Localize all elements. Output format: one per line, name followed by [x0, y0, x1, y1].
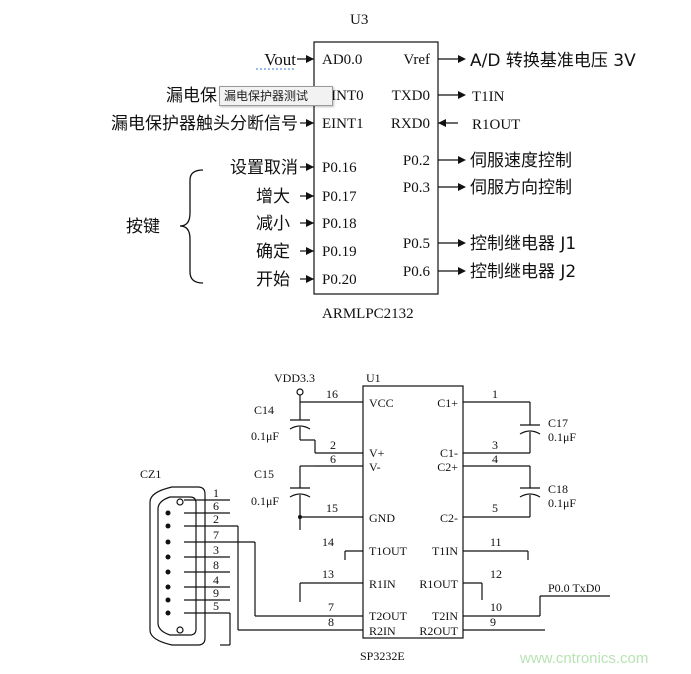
- watermark: www.cntronics.com: [520, 650, 649, 667]
- u1-pin8-num: 8: [328, 615, 334, 629]
- u3-pin-p016: P0.16: [322, 160, 357, 176]
- u1-pin4-name: C2+: [437, 460, 458, 474]
- u1-pin4-num: 4: [492, 452, 498, 466]
- u3-pin-p018: P0.18: [322, 216, 357, 232]
- u1-pin16-name: VCC: [369, 396, 394, 410]
- u3-part: ARMLPC2132: [322, 306, 414, 322]
- u1-pin1-name: C1+: [437, 396, 458, 410]
- c15-ref: C15: [254, 467, 274, 481]
- db9-pin-4: 4: [213, 573, 219, 587]
- c18-value: 0.1μF: [548, 496, 576, 510]
- u3-pin-p03: P0.3: [403, 180, 430, 196]
- db9-pin-6: 6: [213, 499, 219, 513]
- u1-pin16-num: 16: [326, 387, 338, 401]
- signal-leakage-test: 漏电保: [166, 86, 217, 106]
- u1-pin13-num: 13: [322, 567, 334, 581]
- signal-relay-j2: 控制继电器 J2: [470, 262, 576, 282]
- net-label-txd0: P0.0 TxD0: [548, 581, 600, 595]
- signal-servo-speed: 伺服速度控制: [470, 151, 572, 171]
- signal-relay-j1: 控制继电器 J1: [470, 234, 576, 254]
- u3-ref: U3: [350, 12, 368, 28]
- u1-pin13-name: R1IN: [369, 577, 396, 591]
- signal-t1in: T1IN: [472, 89, 505, 105]
- u1-pin6-num: 6: [330, 452, 336, 466]
- u1-part: SP3232E: [360, 649, 405, 663]
- u3-pin-p06: P0.6: [403, 264, 431, 280]
- u1-pin12-num: 12: [490, 567, 502, 581]
- vdd-label: VDD3.3: [274, 371, 315, 385]
- u1-pin2-num: 2: [330, 438, 336, 452]
- db9-shell: [149, 486, 206, 646]
- u1-pin15-num: 15: [326, 501, 338, 515]
- connector-ref: CZ1: [140, 467, 161, 481]
- c17-value: 0.1μF: [548, 430, 576, 444]
- u1-pin6-name: V-: [369, 460, 381, 474]
- u1-pin14-name: T1OUT: [369, 544, 408, 558]
- u1-pin3-num: 3: [492, 438, 498, 452]
- tooltip: 漏电保护器测试: [219, 86, 333, 106]
- u3-pin-eint1: EINT1: [322, 116, 364, 132]
- u1-pin9-name: R2OUT: [419, 624, 458, 638]
- c17-ref: C17: [548, 416, 568, 430]
- key-increase-label: 增大: [256, 187, 290, 207]
- u1-pin11-name: T1IN: [432, 544, 458, 558]
- key-group-label: 按键: [126, 217, 160, 237]
- key-start-label: 开始: [256, 270, 290, 290]
- u1-pin11-num: 11: [490, 535, 502, 549]
- u1-pin10-name: T2IN: [432, 609, 458, 623]
- db9-pin-5: 5: [213, 599, 219, 613]
- vdd-terminal: [296, 388, 304, 396]
- key-group-brace: [179, 169, 204, 284]
- signal-r1out: R1OUT: [472, 117, 520, 133]
- signal-servo-dir: 伺服方向控制: [470, 178, 572, 198]
- u1-pin5-num: 5: [492, 501, 498, 515]
- u1-body: [362, 385, 464, 639]
- u3-pin-vref: Vref: [403, 52, 430, 68]
- u3-pin-txd0: TXD0: [392, 88, 430, 104]
- c15-value: 0.1μF: [251, 494, 279, 508]
- signal-leakage-trip: 漏电保护器触头分断信号: [111, 114, 298, 134]
- u3-pin-p020: P0.20: [322, 272, 357, 288]
- key-confirm-label: 确定: [256, 242, 290, 262]
- key-decrease-label: 减小: [256, 214, 290, 234]
- db9-pin-3: 3: [213, 543, 219, 557]
- u3-pin-p05: P0.5: [403, 236, 430, 252]
- u1-pin7-name: T2OUT: [369, 609, 408, 623]
- c14-ref: C14: [254, 403, 274, 417]
- db9-pin-2: 2: [213, 512, 219, 526]
- u1-pin1-num: 1: [492, 387, 498, 401]
- u1-block: [149, 385, 610, 646]
- u1-pin8-name: R2IN: [369, 624, 396, 638]
- u3-pin-ad00: AD0.0: [322, 52, 362, 68]
- key-cancel-label: 设置取消: [230, 158, 298, 178]
- u1-pin10-num: 10: [490, 600, 502, 614]
- signal-ad-vref: A/D 转换基准电压 3V: [470, 51, 636, 71]
- u1-pin7-num: 7: [328, 600, 334, 614]
- u3-pin-p017: P0.17: [322, 189, 357, 205]
- signal-vout: Vout: [264, 50, 296, 69]
- db9-pin-dots: [165, 510, 302, 616]
- u1-pin3-name: C1-: [440, 446, 458, 460]
- tooltip-text: 漏电保护器测试: [224, 89, 309, 103]
- u1-pin5-name: C2-: [440, 511, 458, 525]
- c14-value: 0.1μF: [251, 429, 279, 443]
- u3-pin-rxd0: RXD0: [391, 116, 430, 132]
- u1-pin14-num: 14: [322, 535, 334, 549]
- db9-pin-9: 9: [213, 586, 219, 600]
- db9-pin-7: 7: [213, 528, 219, 542]
- u1-pin2-name: V+: [369, 446, 385, 460]
- u3-body: [313, 41, 439, 295]
- u3-pin-p02: P0.2: [403, 153, 430, 169]
- u1-pin9-num: 9: [490, 615, 496, 629]
- u3-pin-p019: P0.19: [322, 244, 357, 260]
- db9-pin-1: 1: [213, 486, 219, 500]
- db9-pin-8: 8: [213, 558, 219, 572]
- c18-ref: C18: [548, 482, 568, 496]
- u1-pin12-name: R1OUT: [419, 577, 458, 591]
- u1-ref: U1: [366, 371, 381, 385]
- u1-pin15-name: GND: [369, 511, 395, 525]
